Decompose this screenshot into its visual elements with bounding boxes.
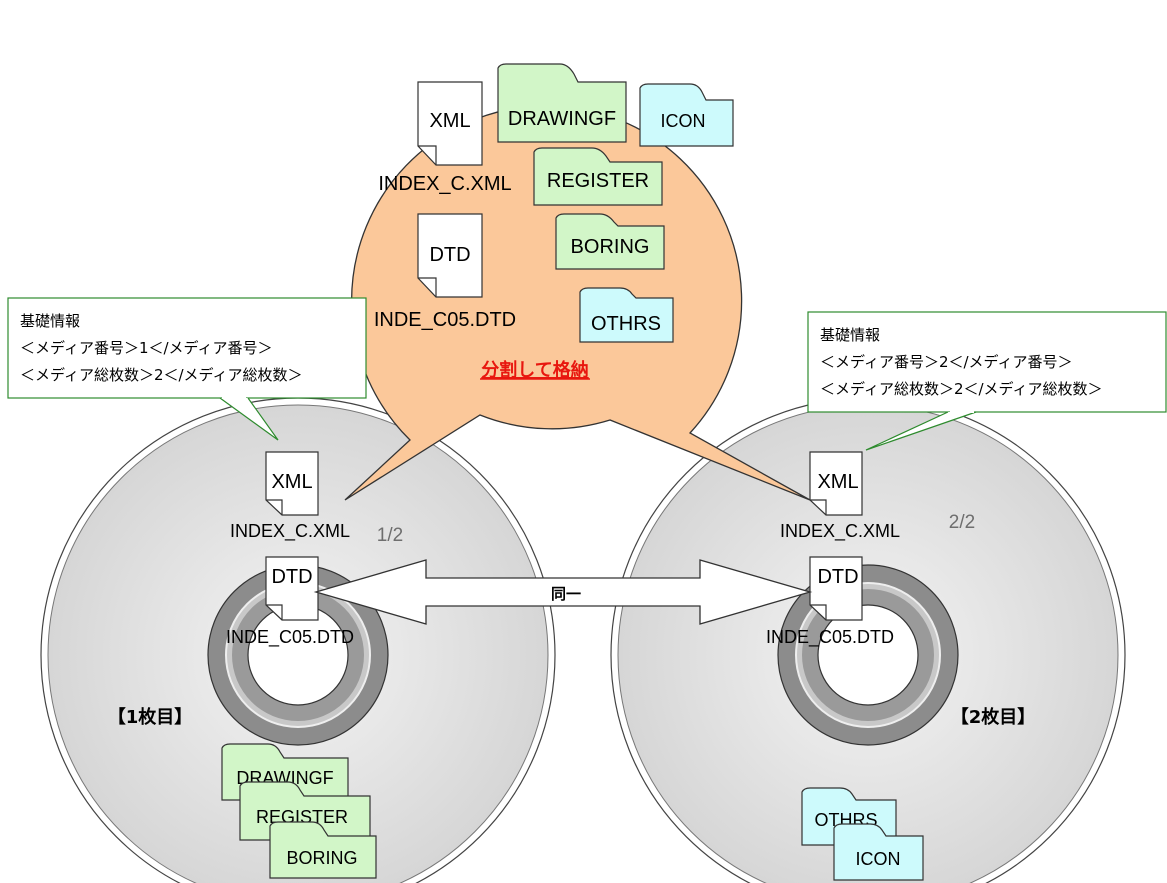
- disc-1: [40, 397, 556, 883]
- file-type-label: XML: [429, 110, 470, 132]
- disc1-dtd-filename: INDE_C05.DTD: [226, 627, 354, 648]
- folder-label: REGISTER: [547, 170, 649, 192]
- folder-icon: ICON: [639, 83, 734, 147]
- split-caption: 分割して格納: [481, 359, 588, 381]
- file-type-label: DTD: [271, 566, 312, 588]
- callout-media-number: ＜メディア番号＞1＜/メディア番号＞: [20, 339, 273, 357]
- callout-media-number: ＜メディア番号＞2＜/メディア番号＞: [820, 353, 1073, 371]
- folder-icon: OTHRS: [579, 287, 674, 343]
- disc1-fraction: 1/2: [377, 525, 403, 546]
- bubble-dtd-file: DTD: [417, 213, 483, 298]
- disc1-label: 【1枚目】: [108, 706, 193, 728]
- disc2-label: 【2枚目】: [951, 706, 1036, 728]
- callout-media-total: ＜メディア総枚数＞2＜/メディア総枚数＞: [20, 366, 303, 384]
- callout-disc-2: 基礎情報 ＜メディア番号＞2＜/メディア番号＞ ＜メディア総枚数＞2＜/メディア…: [807, 311, 1167, 451]
- folder-icon: ICON: [833, 823, 924, 881]
- folder-label: DRAWINGF: [508, 108, 616, 130]
- folder-label: ICON: [661, 111, 706, 131]
- arrow-label: 同一: [551, 585, 581, 603]
- file-type-label: DTD: [429, 244, 470, 266]
- folder-label: OTHRS: [591, 313, 661, 335]
- callout-media-total: ＜メディア総枚数＞2＜/メディア総枚数＞: [820, 380, 1103, 398]
- disc2-dtd-file: DTD: [809, 556, 863, 621]
- callout-title: 基礎情報: [820, 326, 880, 344]
- file-type-label: DTD: [817, 566, 858, 588]
- disc2-dtd-filename: INDE_C05.DTD: [766, 627, 894, 648]
- callout-disc-1: 基礎情報 ＜メディア番号＞1＜/メディア番号＞ ＜メディア総枚数＞2＜/メディア…: [7, 297, 367, 441]
- disc1-xml-filename: INDEX_C.XML: [230, 521, 350, 542]
- bubble-dtd-filename: INDE_C05.DTD: [374, 309, 516, 331]
- folder-icon: BORING: [269, 821, 377, 879]
- folder-label: BORING: [286, 848, 357, 868]
- callout-title: 基礎情報: [20, 312, 80, 330]
- disc2-xml-filename: INDEX_C.XML: [780, 521, 900, 542]
- file-type-label: XML: [271, 471, 312, 493]
- identical-arrow: 同一: [313, 559, 813, 625]
- folder-label: ICON: [856, 849, 901, 869]
- disc2-xml-file: XML: [809, 451, 863, 516]
- folder-icon: DRAWINGF: [497, 63, 627, 143]
- folder-icon: REGISTER: [533, 147, 663, 206]
- disc1-xml-file: XML: [265, 451, 319, 516]
- disc1-dtd-file: DTD: [265, 556, 319, 621]
- folder-icon: BORING: [555, 213, 665, 270]
- disc2-fraction: 2/2: [949, 512, 975, 533]
- bubble-xml-filename: INDEX_C.XML: [378, 173, 511, 195]
- bubble-xml-file: XML: [417, 81, 483, 166]
- folder-label: BORING: [571, 236, 650, 258]
- file-type-label: XML: [817, 471, 858, 493]
